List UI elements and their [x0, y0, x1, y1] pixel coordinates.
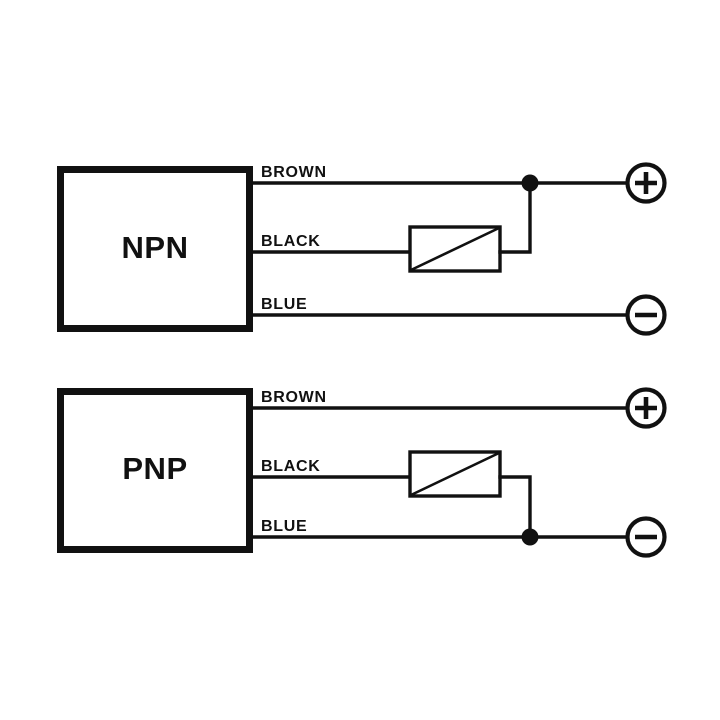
pnp-wire-label-blue: BLUE: [261, 518, 307, 535]
npn-sensor-box: [57, 166, 253, 332]
pnp-load-return-wire: [498, 475, 532, 539]
npn-wire-label-blue: BLUE: [261, 296, 307, 313]
pnp-terminal-plus: [625, 387, 667, 429]
npn-terminal-minus: [625, 294, 667, 336]
npn-terminal-plus: [625, 162, 667, 204]
circuit-pnp: PNP BROWN BLACK BLUE: [57, 387, 667, 558]
circuit-npn: NPN BROWN BLACK BLUE: [57, 162, 667, 336]
pnp-load-diagonal-icon: [410, 451, 500, 497]
npn-load-return-wire: [498, 181, 532, 254]
npn-load-diagonal-icon: [410, 226, 500, 272]
pnp-sensor-box-label: PNP: [122, 451, 187, 486]
npn-sensor-box-label: NPN: [122, 230, 189, 265]
pnp-junction-dot: [521, 528, 539, 546]
pnp-sensor-box: [57, 388, 253, 553]
npn-wire-label-black: BLACK: [261, 233, 321, 250]
pnp-wire-label-brown: BROWN: [261, 389, 327, 406]
pnp-terminal-minus: [625, 516, 667, 558]
pnp-wire-label-black: BLACK: [261, 458, 321, 475]
npn-junction-dot: [521, 174, 539, 192]
npn-wire-label-brown: BROWN: [261, 164, 327, 181]
